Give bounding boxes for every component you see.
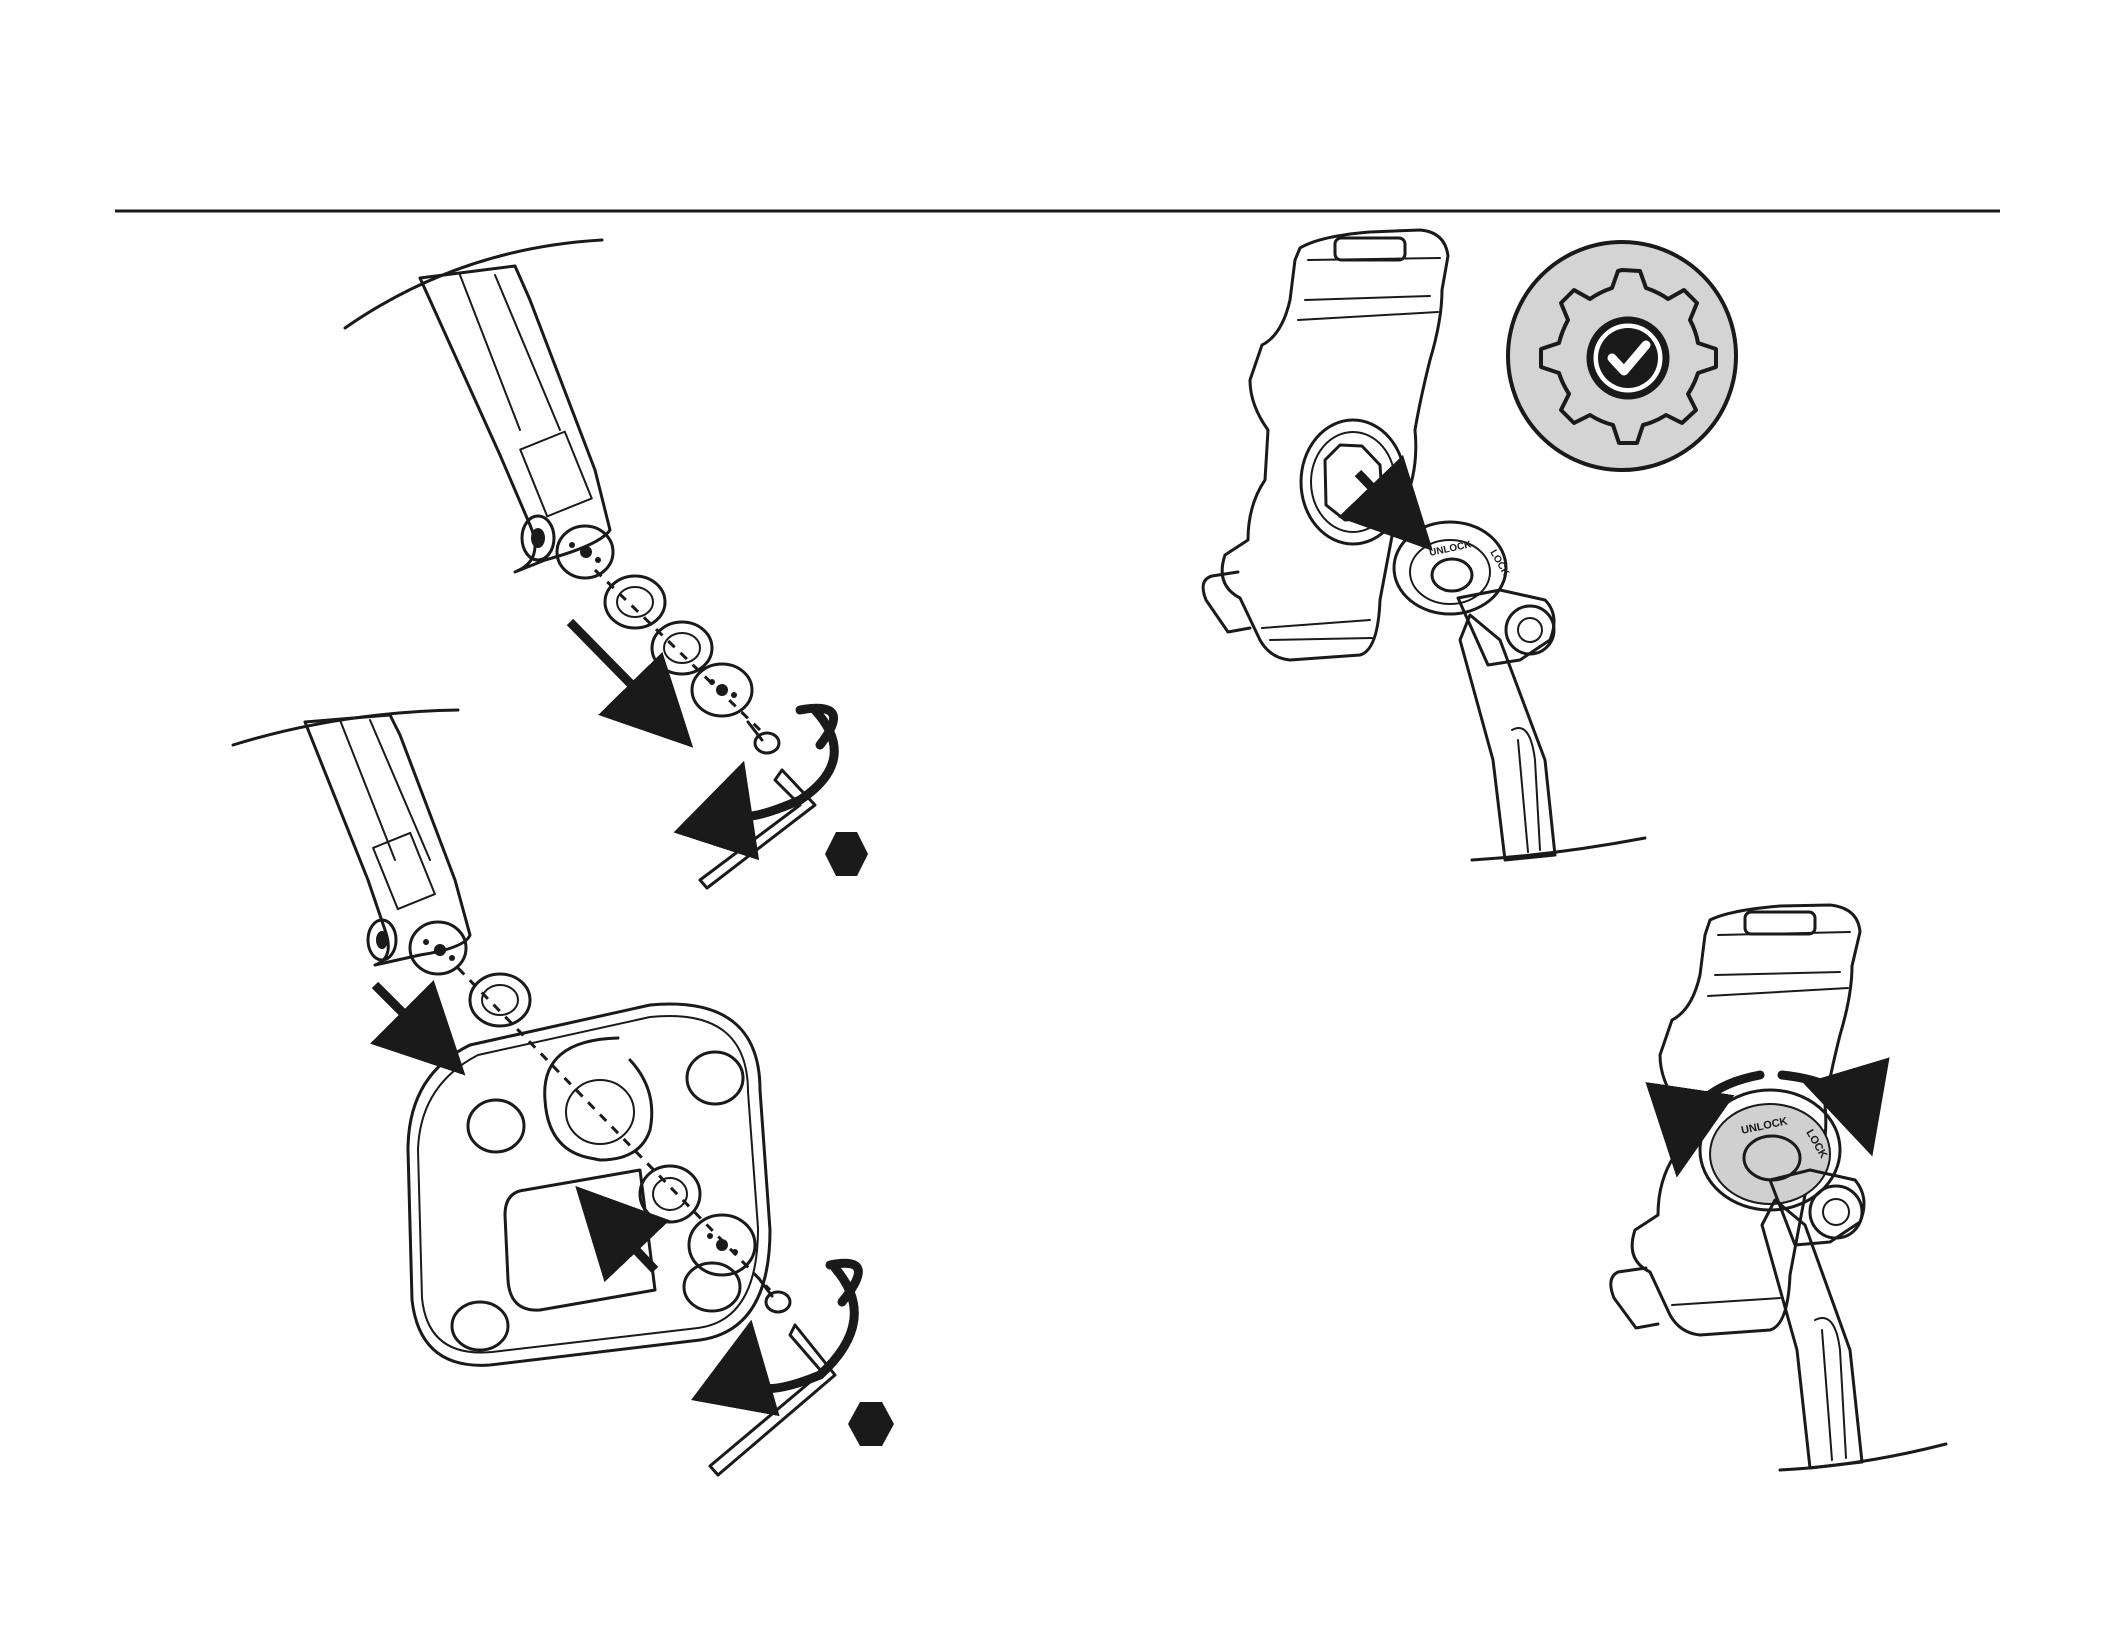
surface-edge: [233, 710, 458, 745]
hexagon-icon: [825, 832, 868, 876]
washer-2: [652, 622, 712, 674]
plate-hole: [687, 1052, 743, 1104]
cradle-hub: [1301, 420, 1405, 544]
screw: [748, 722, 779, 753]
mount-post: [1762, 1200, 1862, 1468]
hex-key: [710, 1325, 835, 1475]
step-attach-cradle: UNLOCK LOCK: [1203, 230, 1736, 860]
step-plate-attach: [233, 710, 894, 1475]
washer-1: [605, 576, 665, 628]
tension-knob: [1810, 1186, 1862, 1238]
step-arm-attach-top: [345, 240, 868, 888]
gear-check-icon: [1508, 242, 1736, 470]
plate-hole: [684, 1263, 740, 1311]
plate-hole: [452, 1302, 508, 1350]
lock-ring-mount: UNLOCK LOCK: [1394, 522, 1511, 614]
surface-edge: [345, 240, 602, 328]
screw: [760, 1280, 790, 1312]
cradle-top-clamp: [1335, 238, 1405, 260]
washer-under-plate: [640, 1166, 700, 1222]
surface-edge: [1780, 1444, 1946, 1470]
step-lock-rotation: UNLOCK LOCK: [1611, 905, 1946, 1470]
cradle-top-clamp: [1745, 912, 1815, 934]
hexagon-icon: [848, 1402, 894, 1446]
surface-edge: [1472, 838, 1645, 860]
tension-knob: [1506, 606, 1554, 654]
rotate-arrow-icon: [731, 710, 834, 816]
plate-hole: [468, 1100, 524, 1152]
knob-disc: [692, 664, 752, 716]
lock-label: LOCK: [1487, 548, 1511, 579]
insert-direction-arrow: [375, 985, 440, 1050]
phone-cradle: [1222, 230, 1448, 660]
keyhole-slot: [545, 1038, 652, 1160]
hex-key: [700, 770, 815, 888]
washer: [470, 974, 530, 1026]
